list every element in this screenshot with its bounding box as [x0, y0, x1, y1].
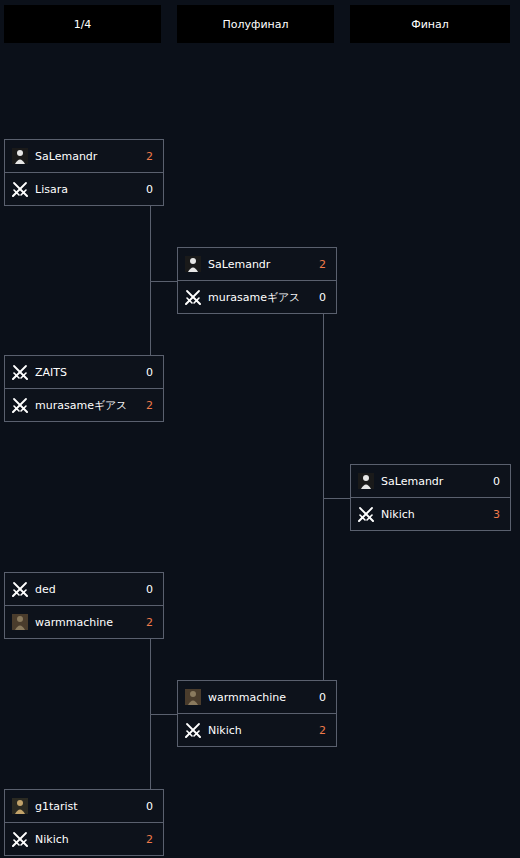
match-box: g1tarist 0Nikich 2 [4, 789, 164, 856]
player-avatar [12, 181, 28, 197]
player-row: g1tarist 0 [5, 790, 163, 823]
match-score: 0 [493, 475, 500, 488]
player-avatar [358, 506, 374, 522]
player-row: Nikich 2 [5, 823, 163, 855]
player-name: Nikich [381, 508, 415, 521]
player-name: murasameギアス [208, 290, 300, 305]
player-avatar [12, 798, 28, 814]
player-row: Lisara 0 [5, 173, 163, 205]
player-row: Nikich 2 [178, 714, 336, 746]
player-row: Nikich 3 [351, 498, 510, 530]
player-name: SaLemandr [35, 150, 97, 163]
player-avatar [185, 689, 201, 705]
player-avatar [185, 722, 201, 738]
crossed-swords-icon [13, 399, 27, 412]
player-name: ded [35, 583, 56, 596]
player-avatar [12, 581, 28, 597]
avatar-photo [12, 614, 28, 630]
crossed-swords-icon [186, 724, 200, 737]
round-title: Финал [411, 18, 449, 31]
player-row: warmmachine 0 [178, 681, 336, 714]
avatar-photo [185, 689, 201, 705]
player-row: ded 0 [5, 573, 163, 606]
player-name: SaLemandr [381, 475, 443, 488]
player-name: g1tarist [35, 800, 78, 813]
crossed-swords-icon [13, 183, 27, 196]
player-row: SaLemandr 2 [178, 248, 336, 281]
player-avatar [12, 148, 28, 164]
match-score: 0 [146, 583, 153, 596]
match-score: 2 [146, 833, 153, 846]
bracket-connector [151, 715, 178, 790]
round-header: Финал [350, 5, 510, 43]
player-avatar [358, 473, 374, 489]
player-row: murasameギアス 0 [178, 281, 336, 313]
player-name: SaLemandr [208, 258, 270, 271]
bracket-connector [151, 206, 178, 282]
round-title: 1/4 [74, 18, 92, 31]
avatar-photo [185, 256, 201, 272]
match-score: 2 [146, 399, 153, 412]
match-box: SaLemandr 2Lisara 0 [4, 139, 164, 206]
player-row: warmmachine 2 [5, 606, 163, 638]
bracket-connector [324, 314, 351, 499]
match-box: ZAITS 0 murasameギアス 2 [4, 355, 164, 422]
crossed-swords-icon [359, 508, 373, 521]
match-box: SaLemandr 2 murasameギアス 0 [177, 247, 337, 314]
match-box: warmmachine 0Nikich 2 [177, 680, 337, 747]
avatar-photo [358, 473, 374, 489]
round-header: Полуфинал [177, 5, 334, 43]
match-score: 0 [319, 291, 326, 304]
avatar-photo [12, 798, 28, 814]
player-avatar [12, 614, 28, 630]
player-row: SaLemandr 2 [5, 140, 163, 173]
player-avatar [185, 289, 201, 305]
match-score: 2 [146, 150, 153, 163]
crossed-swords-icon [13, 583, 27, 596]
player-row: SaLemandr 0 [351, 465, 510, 498]
player-row: murasameギアス 2 [5, 389, 163, 421]
player-name: murasameギアス [35, 398, 127, 413]
crossed-swords-icon [186, 291, 200, 304]
player-avatar [12, 831, 28, 847]
crossed-swords-icon [13, 833, 27, 846]
player-name: Nikich [208, 724, 242, 737]
match-score: 2 [319, 724, 326, 737]
match-score: 2 [146, 616, 153, 629]
player-name: warmmachine [208, 691, 286, 704]
match-score: 0 [146, 183, 153, 196]
player-name: Nikich [35, 833, 69, 846]
match-score: 3 [493, 508, 500, 521]
player-row: ZAITS 0 [5, 356, 163, 389]
avatar-photo [12, 148, 28, 164]
match-score: 2 [319, 258, 326, 271]
bracket-connector [324, 499, 351, 681]
bracket-connector [151, 639, 178, 715]
player-name: ZAITS [35, 366, 67, 379]
match-score: 0 [146, 366, 153, 379]
player-name: warmmachine [35, 616, 113, 629]
round-title: Полуфинал [222, 18, 288, 31]
player-name: Lisara [35, 183, 68, 196]
match-box: ded 0 warmmachine 2 [4, 572, 164, 639]
match-score: 0 [319, 691, 326, 704]
round-header: 1/4 [4, 5, 161, 43]
player-avatar [185, 256, 201, 272]
player-avatar [12, 397, 28, 413]
match-score: 0 [146, 800, 153, 813]
player-avatar [12, 364, 28, 380]
crossed-swords-icon [13, 366, 27, 379]
match-box: SaLemandr 0Nikich 3 [350, 464, 511, 531]
bracket-connector [151, 282, 178, 356]
